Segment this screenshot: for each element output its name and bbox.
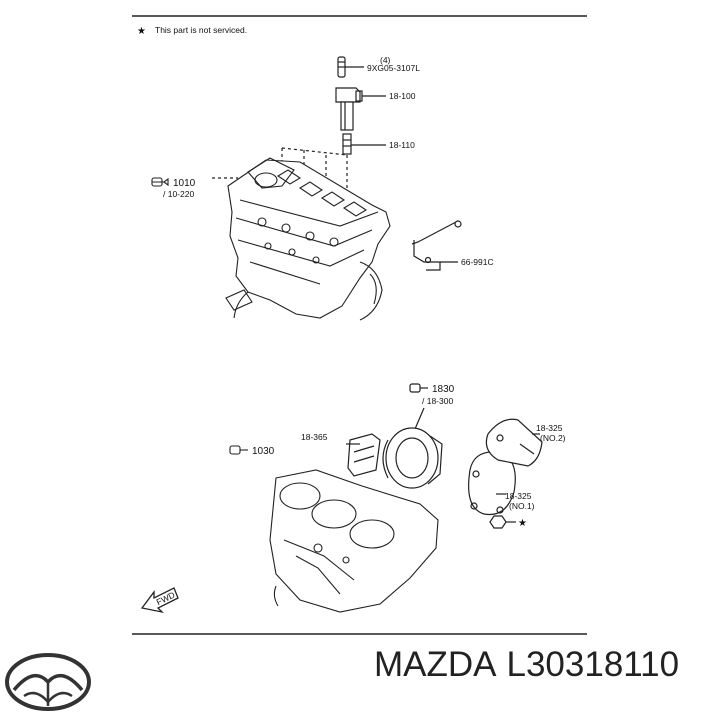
head-ref-icon [151,177,169,187]
cylinder-head-drawing [225,157,391,321]
coil-part-label: 18-100 [389,91,416,101]
thermostat-assembly [346,383,543,529]
bracket-drawing [411,220,462,271]
cylinder-block-drawing [229,445,439,613]
bolt-part-label: 9XG05-3107L [367,63,420,73]
thermo-ref-label: 1830 [432,384,455,395]
head-sub-label: / 10-220 [163,189,194,199]
block-ref-label: 1030 [252,446,275,457]
brand-label: MAZDA [374,645,497,684]
plug-part-label: 18-110 [389,140,415,150]
bracket-part-label: 66-991C [461,257,494,267]
cover2-no-label: (NO.2) [540,433,566,443]
clamp-part-label: 18-365 [301,432,328,442]
cover1-part-label: 18-325 [505,491,532,501]
thermo-sub-label: / 18-300 [422,396,453,406]
note-text: This part is not serviced. [155,25,247,35]
fwd-arrow-icon [140,587,179,614]
cover2-part-label: 18-325 [536,423,563,433]
cover1-no-label: (NO.1) [509,501,535,511]
note-star: ★ [137,26,146,37]
head-ref-label: 1010 [173,178,196,189]
part-number-label: L30318110 [506,645,680,684]
mazda-logo-icon [5,653,91,711]
not-serviced-star: ★ [518,518,527,529]
qty-label: (4) [380,55,391,65]
